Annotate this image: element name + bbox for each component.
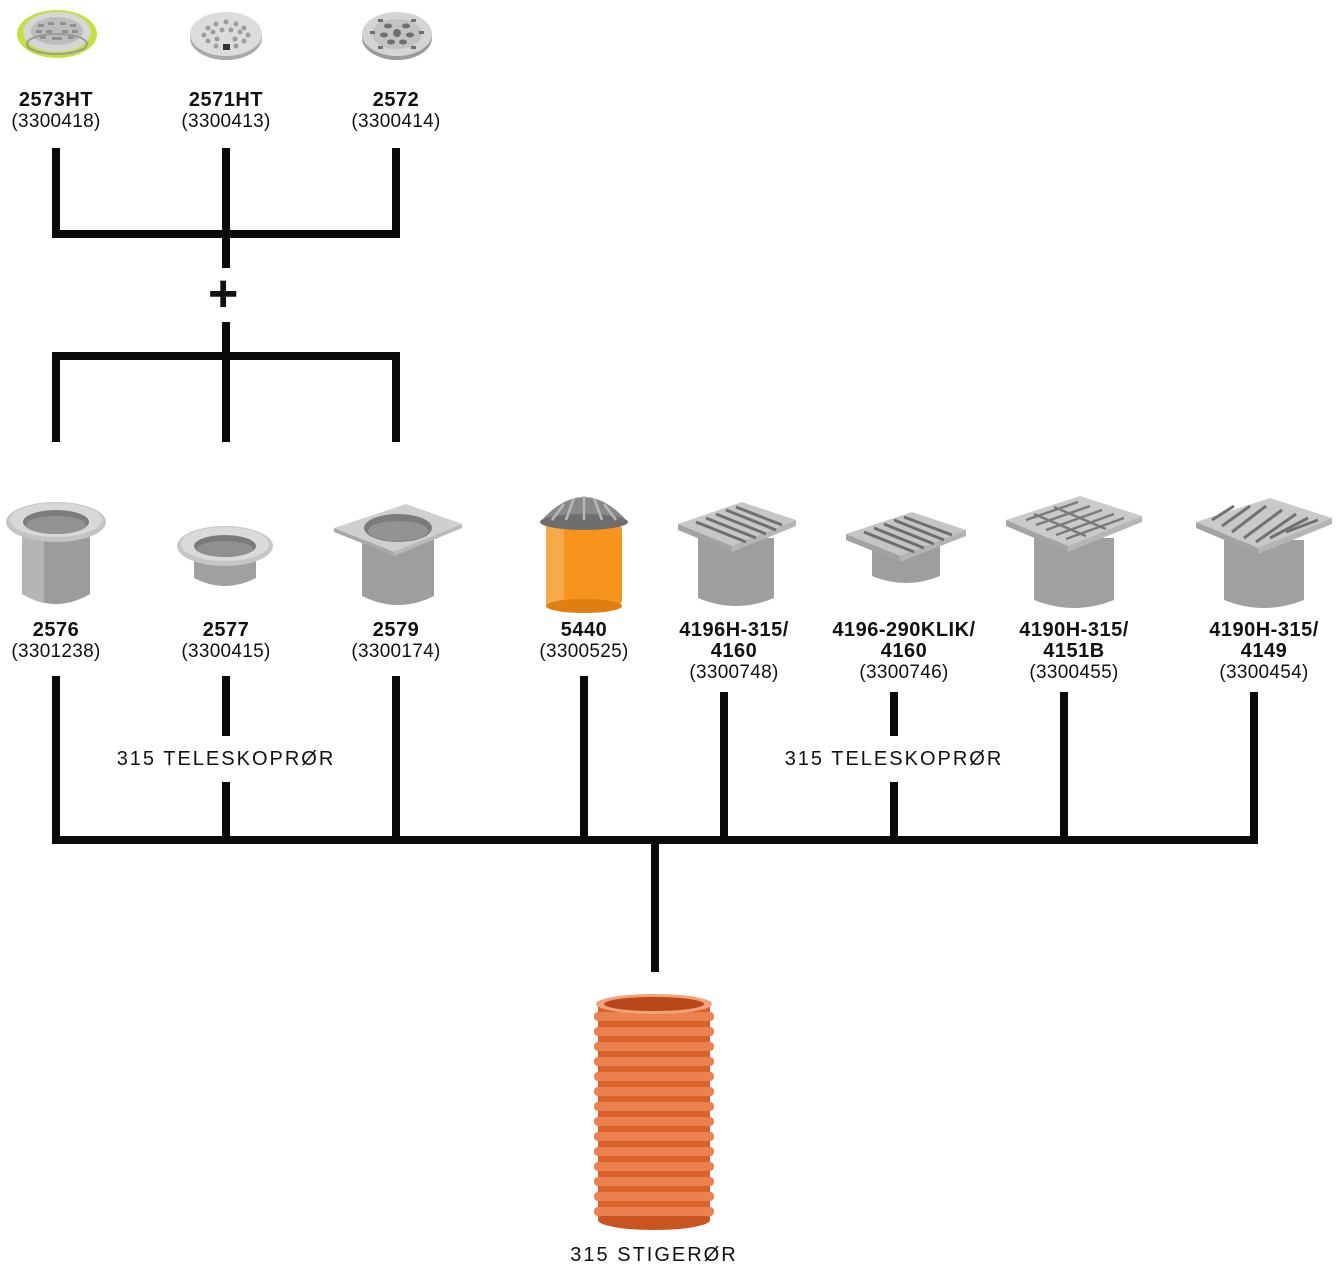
product-code: 4196H-315/ 4160 bbox=[679, 619, 789, 662]
product-code: 2577 bbox=[202, 619, 250, 641]
product-number: (3300748) bbox=[689, 662, 779, 683]
domed-grate-orange-pipe-icon bbox=[540, 496, 628, 613]
product-label-5440: 5440 (3300525) bbox=[528, 619, 640, 663]
square-grate-diagonal-icon bbox=[1196, 498, 1332, 608]
square-grate-short-icon bbox=[846, 512, 966, 583]
product-label-4196-290klik-4160: 4196-290KLIK/ 4160 (3300746) bbox=[814, 619, 994, 684]
connector-line bbox=[222, 322, 230, 442]
telescope-label-left: 315 TELESKOPRØR bbox=[116, 748, 336, 770]
connector-line bbox=[890, 782, 898, 844]
product-code: 4196-290KLIK/ 4160 bbox=[832, 619, 976, 662]
telescope-label-right: 315 TELESKOPRØR bbox=[784, 748, 1004, 770]
product-code: 2579 bbox=[372, 619, 420, 641]
product-number: (3300174) bbox=[351, 641, 441, 662]
square-grate-tall-icon bbox=[678, 502, 796, 606]
product-label-2572: 2572 (3300414) bbox=[340, 89, 452, 133]
product-label-2573ht: 2573HT (3300418) bbox=[0, 89, 112, 133]
plus-symbol: + bbox=[208, 265, 239, 323]
connector-line bbox=[222, 676, 230, 736]
round-grate-lime-ring-icon bbox=[17, 10, 97, 58]
connector-line bbox=[52, 230, 400, 238]
connector-line bbox=[52, 352, 60, 442]
product-label-4196h-315-4160: 4196H-315/ 4160 (3300748) bbox=[664, 619, 804, 684]
product-code: 2573HT bbox=[18, 89, 94, 111]
product-code: 2572 bbox=[372, 89, 420, 111]
product-label-2571ht: 2571HT (3300413) bbox=[170, 89, 282, 133]
connector-line bbox=[52, 676, 60, 844]
round-grate-slotted-icon bbox=[362, 12, 432, 60]
product-number: (3300415) bbox=[181, 641, 271, 662]
riser-label: 315 STIGERØR bbox=[570, 1244, 738, 1266]
connector-line bbox=[222, 148, 230, 268]
product-number: (3300418) bbox=[11, 111, 101, 132]
round-grate-fine-icon bbox=[190, 12, 262, 60]
connector-line bbox=[222, 782, 230, 844]
product-label-2579: 2579 (3300174) bbox=[340, 619, 452, 663]
product-number: (3300455) bbox=[1029, 662, 1119, 683]
product-label-4190h-315-4151b: 4190H-315/ 4151B (3300455) bbox=[1004, 619, 1144, 684]
connector-line bbox=[890, 692, 898, 736]
connector-line bbox=[720, 692, 728, 844]
product-number: (3300414) bbox=[351, 111, 441, 132]
connector-line bbox=[52, 148, 60, 238]
product-label-2576: 2576 (3301238) bbox=[0, 619, 112, 663]
square-frame-round-icon bbox=[334, 504, 462, 605]
product-label-2577: 2577 (3300415) bbox=[170, 619, 282, 663]
square-grate-diamond-icon bbox=[1006, 496, 1142, 608]
connector-line bbox=[52, 352, 400, 360]
product-number: (3301238) bbox=[11, 641, 101, 662]
product-code: 2576 bbox=[32, 619, 80, 641]
connector-line bbox=[392, 148, 400, 238]
product-code: 5440 bbox=[560, 619, 608, 641]
round-frame-short-icon bbox=[177, 526, 273, 586]
round-frame-tall-icon bbox=[6, 502, 106, 604]
product-number: (3300413) bbox=[181, 111, 271, 132]
connector-line bbox=[580, 676, 588, 844]
connector-line bbox=[392, 352, 400, 442]
product-code: 4190H-315/ 4149 bbox=[1209, 619, 1319, 662]
connector-line bbox=[651, 836, 659, 972]
connector-line bbox=[392, 676, 400, 844]
product-number: (3300746) bbox=[859, 662, 949, 683]
connector-line bbox=[1060, 692, 1068, 844]
connector-line bbox=[1250, 692, 1258, 844]
product-code: 2571HT bbox=[188, 89, 264, 111]
product-code: 4190H-315/ 4151B bbox=[1019, 619, 1129, 662]
corrugated-riser-pipe-icon bbox=[594, 994, 714, 1230]
product-number: (3300454) bbox=[1219, 662, 1309, 683]
product-label-4190h-315-4149: 4190H-315/ 4149 (3300454) bbox=[1194, 619, 1334, 684]
product-number: (3300525) bbox=[539, 641, 629, 662]
